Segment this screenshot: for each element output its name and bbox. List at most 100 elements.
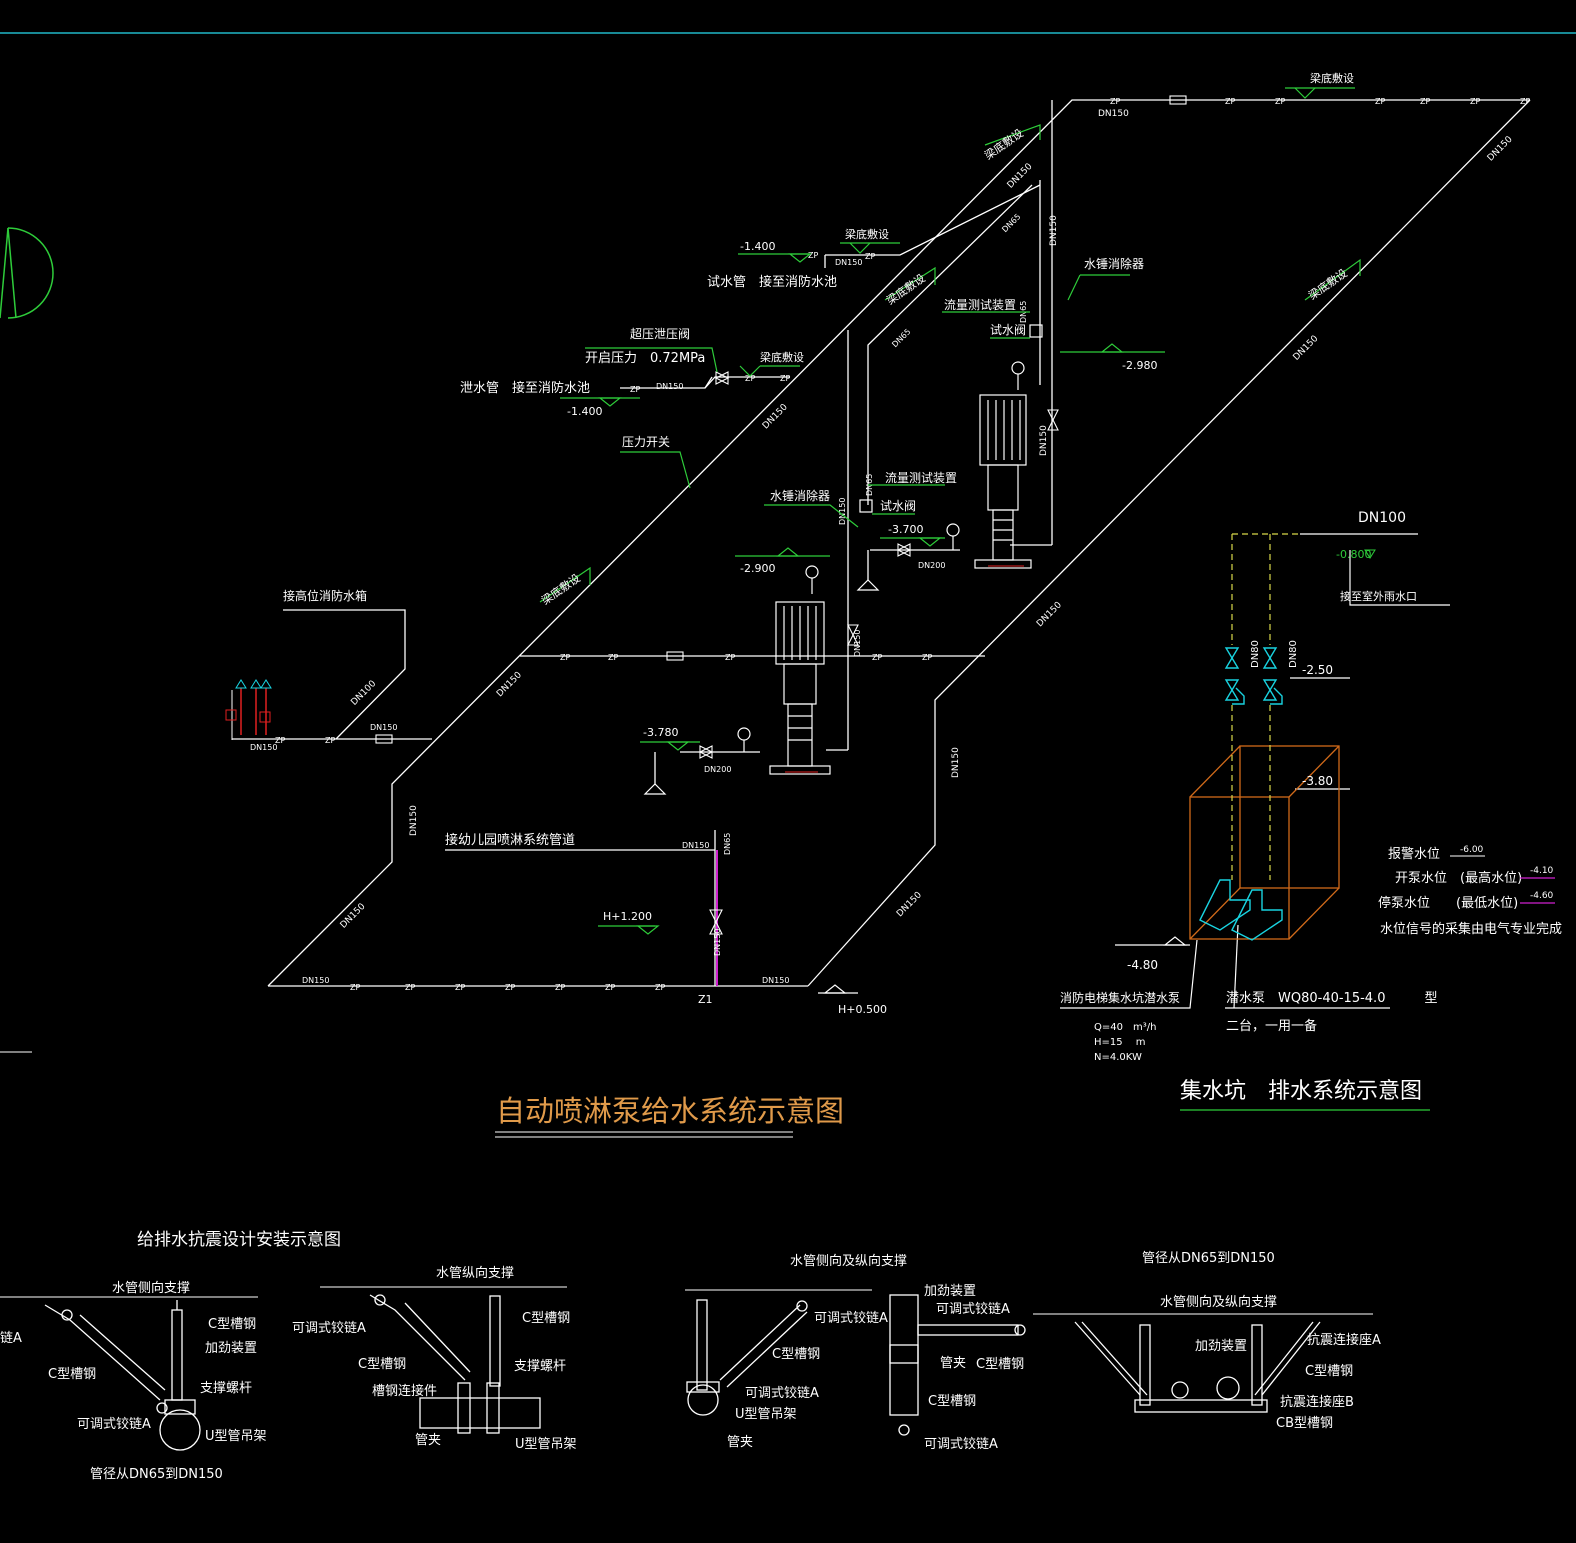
svg-text:消防电梯集水坑潜水泵: 消防电梯集水坑潜水泵	[1060, 990, 1180, 1005]
zp-markers: ZP ZP ZP ZP ZP ZP ZP ZP ZP ZP ZP ZP ZP Z…	[275, 97, 1530, 992]
svg-text:加劲装置: 加劲装置	[205, 1341, 257, 1356]
svg-text:ZP: ZP	[630, 385, 640, 394]
svg-text:DN150: DN150	[1292, 334, 1321, 363]
svg-text:U型管吊架: U型管吊架	[205, 1429, 267, 1444]
svg-text:停泵水位 (最低水位): 停泵水位 (最低水位)	[1378, 895, 1518, 911]
svg-text:DN150: DN150	[762, 976, 789, 985]
svg-text:ZP: ZP	[1520, 97, 1530, 106]
svg-text:试水管 接至消防水池: 试水管 接至消防水池	[707, 274, 837, 290]
svg-text:C型槽钢: C型槽钢	[928, 1394, 976, 1409]
svg-text:ZP: ZP	[1275, 97, 1285, 106]
svg-text:梁底敷设: 梁底敷设	[845, 227, 889, 241]
sprinkler-pump-lower	[769, 601, 831, 775]
svg-text:DN150: DN150	[339, 902, 368, 931]
svg-text:DN65: DN65	[1000, 212, 1022, 234]
svg-text:H+1.200: H+1.200	[603, 910, 652, 923]
seismic-title: 给排水抗震设计安装示意图	[137, 1230, 341, 1250]
svg-text:ZP: ZP	[780, 374, 790, 383]
svg-text:ZP: ZP	[1110, 97, 1120, 106]
svg-text:C型槽钢: C型槽钢	[358, 1357, 406, 1372]
svg-text:加劲装置: 加劲装置	[1195, 1339, 1247, 1354]
svg-text:流量测试装置: 流量测试装置	[944, 297, 1016, 312]
svg-text:-4.80: -4.80	[1127, 958, 1158, 972]
sump-system-title: 集水坑 排水系统示意图	[1180, 1079, 1422, 1104]
seismic-detail-2: 水管纵向支撑 可调式铰链A C型槽钢 C型槽钢 支撑螺杆 槽钢连接件 管夹 U型…	[292, 1265, 577, 1452]
svg-text:ZP: ZP	[560, 653, 570, 662]
svg-text:梁底敷设: 梁底敷设	[1310, 71, 1354, 85]
svg-text:DN200: DN200	[918, 561, 945, 570]
svg-text:压力开关: 压力开关	[622, 435, 670, 449]
svg-text:接幼儿园喷淋系统管道: 接幼儿园喷淋系统管道	[445, 832, 575, 848]
svg-text:抗震连接座A: 抗震连接座A	[1307, 1332, 1381, 1348]
svg-text:DN150: DN150	[409, 805, 419, 836]
svg-text:可调式铰链A: 可调式铰链A	[936, 1302, 1010, 1317]
svg-text:CB型槽钢: CB型槽钢	[1276, 1416, 1333, 1431]
svg-text:ZP: ZP	[275, 736, 285, 745]
sprinkler-pipe-network	[232, 99, 1531, 987]
svg-text:DN150: DN150	[250, 743, 277, 752]
seismic-detail-3: 水管侧向及纵向支撑 可调式铰链A C型槽钢 可调式铰链A U型管吊架 管夹 加劲…	[685, 1253, 1026, 1452]
svg-text:ZP: ZP	[608, 653, 618, 662]
svg-text:-2.980: -2.980	[1122, 359, 1157, 372]
north-arrow-icon	[0, 227, 54, 319]
svg-text:-3.780: -3.780	[643, 726, 678, 739]
svg-text:水管侧向支撑: 水管侧向支撑	[112, 1280, 190, 1296]
svg-text:ZP: ZP	[605, 983, 615, 992]
svg-text:管夹: 管夹	[940, 1356, 966, 1371]
svg-text:-1.400: -1.400	[740, 240, 775, 253]
svg-text:-0.800: -0.800	[1336, 548, 1371, 561]
svg-text:-1.400: -1.400	[567, 405, 602, 418]
svg-text:N=4.0KW: N=4.0KW	[1094, 1052, 1142, 1063]
svg-text:DN150: DN150	[713, 929, 722, 956]
svg-text:ZP: ZP	[872, 653, 882, 662]
svg-text:管夹: 管夹	[415, 1433, 441, 1448]
svg-text:ZP: ZP	[745, 374, 755, 383]
svg-text:DN150: DN150	[682, 841, 709, 850]
svg-text:二台，一用一备: 二台，一用一备	[1226, 1018, 1317, 1034]
drain-funnel-icons	[643, 579, 880, 795]
svg-text:DN150: DN150	[853, 630, 862, 657]
svg-text:-4.60: -4.60	[1530, 891, 1554, 901]
svg-text:DN65: DN65	[890, 327, 912, 349]
svg-text:C型槽钢: C型槽钢	[976, 1357, 1024, 1372]
svg-text:ZP: ZP	[325, 736, 335, 745]
svg-text:C型槽钢: C型槽钢	[208, 1317, 256, 1332]
valve-icons	[375, 95, 1187, 935]
sump-pit-box	[1189, 745, 1340, 940]
svg-text:链A: 链A	[0, 1331, 22, 1346]
svg-text:管夹: 管夹	[727, 1435, 753, 1450]
svg-text:DN150: DN150	[1039, 425, 1049, 456]
svg-text:支撑螺杆: 支撑螺杆	[514, 1359, 566, 1374]
svg-text:U型管吊架: U型管吊架	[515, 1437, 577, 1452]
svg-text:可调式铰链A: 可调式铰链A	[77, 1417, 151, 1432]
svg-text:加劲装置: 加劲装置	[924, 1284, 976, 1299]
svg-text:ZP: ZP	[455, 983, 465, 992]
svg-text:DN150: DN150	[656, 382, 683, 391]
svg-text:水锤消除器: 水锤消除器	[770, 488, 830, 503]
svg-text:ZP: ZP	[865, 252, 875, 261]
svg-text:ZP: ZP	[725, 653, 735, 662]
svg-text:ZP: ZP	[350, 983, 360, 992]
svg-text:DN150: DN150	[761, 402, 790, 431]
svg-text:DN100: DN100	[1358, 510, 1406, 526]
svg-text:水管纵向支撑: 水管纵向支撑	[436, 1265, 514, 1281]
svg-text:C型槽钢: C型槽钢	[522, 1311, 570, 1326]
svg-text:水位信号的采集由电气专业完成: 水位信号的采集由电气专业完成	[1380, 921, 1562, 937]
svg-text:DN150: DN150	[951, 747, 961, 778]
svg-text:Z1: Z1	[698, 993, 713, 1006]
svg-text:管径从DN65到DN150: 管径从DN65到DN150	[90, 1467, 223, 1482]
svg-text:可调式铰链A: 可调式铰链A	[292, 1321, 366, 1336]
svg-text:抗震连接座B: 抗震连接座B	[1280, 1394, 1354, 1410]
svg-text:梁底敷设: 梁底敷设	[1306, 266, 1350, 303]
svg-text:DN150: DN150	[895, 890, 924, 919]
svg-text:泄水管 接至消防水池: 泄水管 接至消防水池	[460, 380, 590, 396]
svg-text:H+0.500: H+0.500	[838, 1003, 887, 1016]
svg-text:试水阀: 试水阀	[990, 322, 1026, 337]
svg-text:ZP: ZP	[1420, 97, 1430, 106]
svg-text:潜水泵 WQ80-40-15-4.0 型: 潜水泵 WQ80-40-15-4.0 型	[1226, 991, 1437, 1006]
svg-text:-2.900: -2.900	[740, 562, 775, 575]
level-markers	[560, 253, 1165, 935]
svg-text:超压泄压阀: 超压泄压阀	[630, 326, 690, 341]
